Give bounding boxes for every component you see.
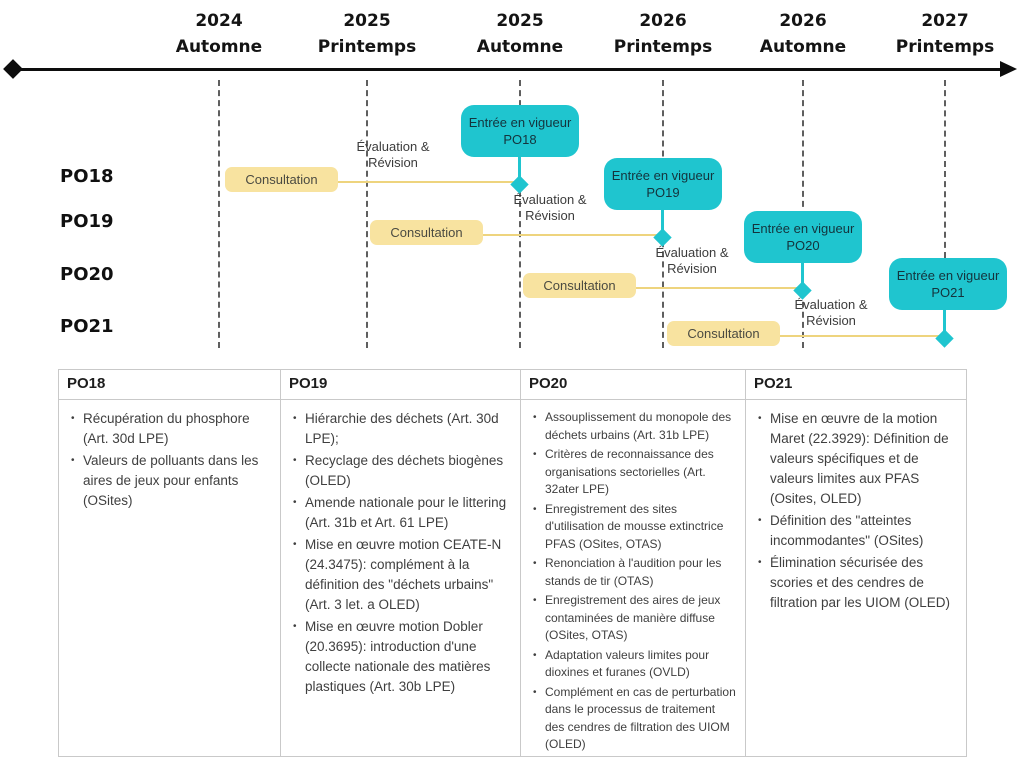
measure-list-po20: Assouplissement du monopole des déchets … bbox=[529, 409, 737, 754]
consultation-line-po20 bbox=[636, 287, 803, 289]
table-item: Élimination sécurisée des scories et des… bbox=[754, 553, 960, 613]
table-item: Enregistrement des sites d'utilisation d… bbox=[529, 501, 737, 554]
semester-year: 2025 bbox=[343, 11, 391, 31]
measures-table: PO18 PO19 PO20 PO21 Récupération du phos… bbox=[58, 369, 967, 757]
gridline-2025-printemps bbox=[366, 80, 368, 348]
entry-connector-po18 bbox=[518, 155, 521, 181]
semester-season: Printemps bbox=[895, 37, 995, 57]
semester-year: 2026 bbox=[779, 11, 827, 31]
semester-season: Automne bbox=[175, 37, 263, 57]
table-item: Définition des "atteintes incommodantes"… bbox=[754, 511, 960, 551]
entry-connector-po21 bbox=[943, 309, 946, 335]
table-cell-po20: Assouplissement du monopole des déchets … bbox=[521, 400, 746, 756]
table-item: Adaptation valeurs limites pour dioxines… bbox=[529, 647, 737, 682]
axis-arrowhead-icon bbox=[1000, 61, 1017, 77]
row-label-po20: PO20 bbox=[60, 264, 114, 285]
semester-season: Automne bbox=[476, 37, 564, 57]
table-header-po20: PO20 bbox=[521, 370, 746, 400]
consultation-box-po19: Consultation bbox=[370, 220, 483, 245]
table-header-po19: PO19 bbox=[281, 370, 521, 400]
timeline-axis bbox=[16, 68, 1004, 71]
table-item: Valeurs de polluants dans les aires de j… bbox=[67, 451, 272, 511]
entry-box-po19: Entrée en vigueur PO19 bbox=[604, 158, 722, 210]
entry-connector-po19 bbox=[661, 208, 664, 234]
row-label-po21: PO21 bbox=[60, 316, 114, 337]
entry-connector-po20 bbox=[801, 261, 804, 287]
semester-season: Printemps bbox=[613, 37, 713, 57]
row-label-po18: PO18 bbox=[60, 166, 114, 187]
measure-list-po19: Hiérarchie des déchets (Art. 30d LPE);Re… bbox=[289, 409, 512, 697]
table-header-po18: PO18 bbox=[59, 370, 281, 400]
semester-label: 2025 Printemps bbox=[292, 8, 442, 60]
table-item: Renonciation à l'audition pour les stand… bbox=[529, 555, 737, 590]
table-cell-po21: Mise en œuvre de la motion Maret (22.392… bbox=[746, 400, 966, 756]
table-item: Amende nationale pour le littering (Art.… bbox=[289, 493, 512, 533]
table-item: Critères de reconnaissance des organisat… bbox=[529, 446, 737, 499]
entry-box-po21: Entrée en vigueur PO21 bbox=[889, 258, 1007, 310]
semester-label: 2026 Printemps bbox=[588, 8, 738, 60]
table-item: Mise en œuvre motion Dobler (20.3695): i… bbox=[289, 617, 512, 697]
gridline-2024-automne bbox=[218, 80, 220, 348]
table-item: Recyclage des déchets biogènes (OLED) bbox=[289, 451, 512, 491]
semester-year: 2027 bbox=[921, 11, 969, 31]
evaluation-label-po19: Évaluation & Révision bbox=[513, 192, 587, 223]
consultation-line-po21 bbox=[780, 335, 945, 337]
semester-year: 2025 bbox=[496, 11, 544, 31]
consultation-box-po20: Consultation bbox=[523, 273, 636, 298]
measure-list-po21: Mise en œuvre de la motion Maret (22.392… bbox=[754, 409, 960, 613]
table-item: Récupération du phosphore (Art. 30d LPE) bbox=[67, 409, 272, 449]
table-item: Mise en œuvre de la motion Maret (22.392… bbox=[754, 409, 960, 509]
row-label-po19: PO19 bbox=[60, 211, 114, 232]
semester-label: 2026 Automne bbox=[728, 8, 878, 60]
milestone-diamond-po19 bbox=[653, 228, 672, 247]
semester-season: Automne bbox=[759, 37, 847, 57]
gridline-2027-printemps bbox=[944, 80, 946, 258]
table-cell-po19: Hiérarchie des déchets (Art. 30d LPE);Re… bbox=[281, 400, 521, 756]
consultation-box-po18: Consultation bbox=[225, 167, 338, 192]
milestone-diamond-po18 bbox=[510, 175, 529, 194]
consultation-box-po21: Consultation bbox=[667, 321, 780, 346]
entry-box-po18: Entrée en vigueur PO18 bbox=[461, 105, 579, 157]
semester-label: 2024 Automne bbox=[144, 8, 294, 60]
semester-year: 2024 bbox=[195, 11, 243, 31]
consultation-line-po18 bbox=[338, 181, 520, 183]
consultation-line-po19 bbox=[483, 234, 663, 236]
measure-list-po18: Récupération du phosphore (Art. 30d LPE)… bbox=[67, 409, 272, 511]
table-item: Assouplissement du monopole des déchets … bbox=[529, 409, 737, 444]
milestone-diamond-po21 bbox=[935, 329, 954, 348]
evaluation-label-po21: Évaluation & Révision bbox=[794, 297, 868, 328]
evaluation-label-po20: Évaluation & Révision bbox=[655, 245, 729, 276]
table-item: Hiérarchie des déchets (Art. 30d LPE); bbox=[289, 409, 512, 449]
table-item: Enregistrement des aires de jeux contami… bbox=[529, 592, 737, 645]
table-cell-po18: Récupération du phosphore (Art. 30d LPE)… bbox=[59, 400, 281, 756]
semester-label: 2027 Printemps bbox=[870, 8, 1020, 60]
semester-year: 2026 bbox=[639, 11, 687, 31]
semester-label: 2025 Automne bbox=[445, 8, 595, 60]
table-header-po21: PO21 bbox=[746, 370, 966, 400]
gridline-2025-automne bbox=[519, 80, 521, 348]
table-item: Complément en cas de perturbation dans l… bbox=[529, 684, 737, 754]
table-item: Mise en œuvre motion CEATE-N (24.3475): … bbox=[289, 535, 512, 615]
evaluation-label-po18: Évaluation & Révision bbox=[356, 139, 430, 170]
semester-season: Printemps bbox=[317, 37, 417, 57]
entry-box-po20: Entrée en vigueur PO20 bbox=[744, 211, 862, 263]
